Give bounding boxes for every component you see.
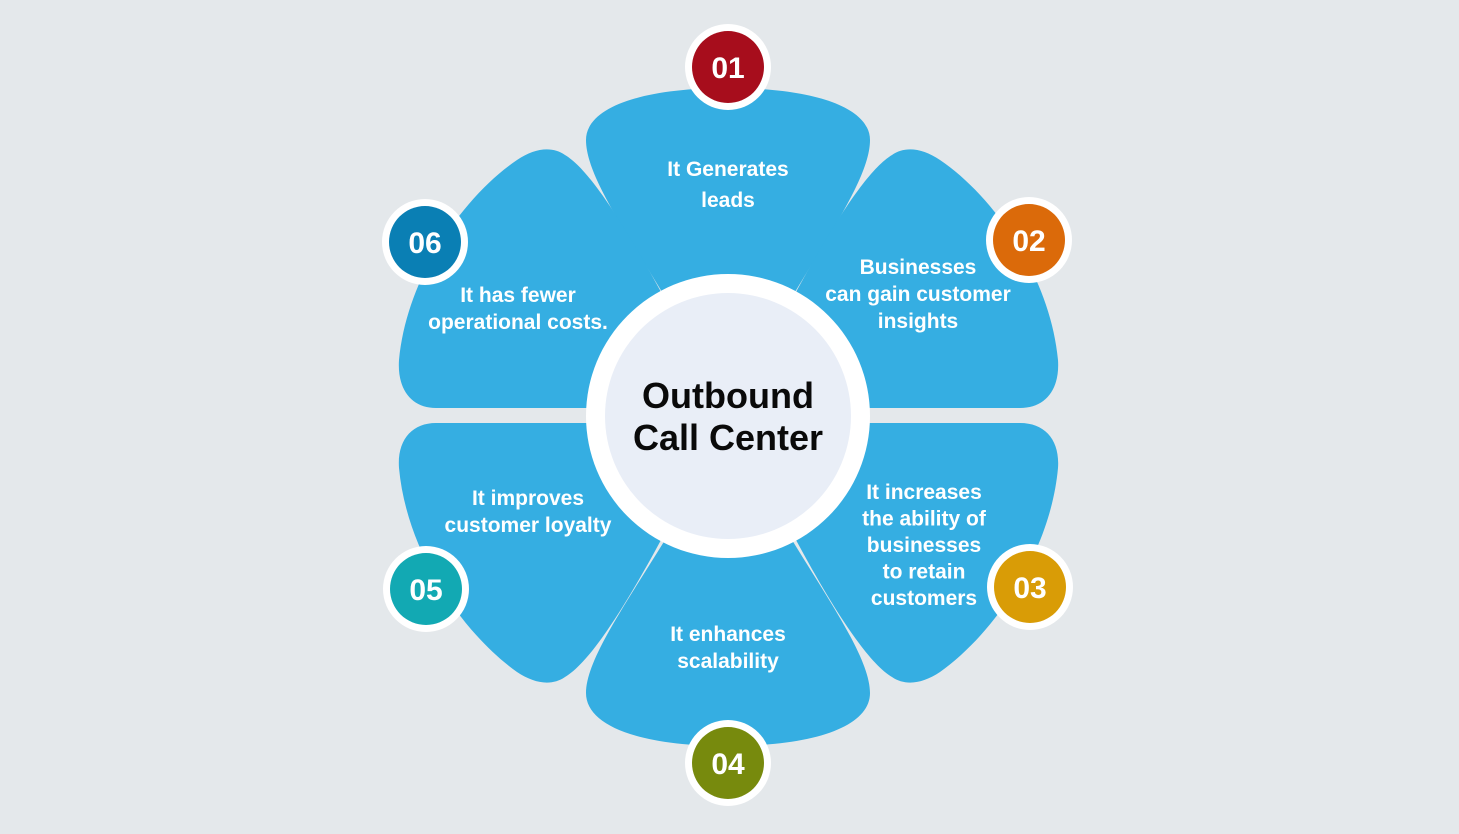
badge-layer: 01 02 03 04 05 06	[382, 24, 1073, 806]
petal-label-line: leads	[701, 189, 755, 212]
badge-05: 05	[383, 546, 469, 632]
petal-label-line: insights	[878, 310, 959, 333]
badge-number: 02	[1012, 225, 1045, 258]
petal-label-line: the ability of	[862, 508, 987, 531]
hub-title-line-1: Outbound	[642, 375, 814, 416]
badge-number: 03	[1013, 572, 1046, 605]
petal-label-line: Businesses	[860, 256, 977, 279]
badge-number: 01	[711, 52, 744, 85]
badge-02: 02	[986, 197, 1072, 283]
badge-number: 04	[711, 748, 745, 781]
petal-04	[586, 540, 870, 746]
badge-circle	[390, 553, 462, 625]
badge-03: 03	[987, 544, 1073, 630]
petal-label-line: It has fewer	[460, 284, 576, 307]
badge-number: 06	[408, 227, 441, 260]
petal-05	[398, 423, 661, 683]
petal-03	[796, 423, 1059, 683]
petal-layer	[398, 88, 1059, 746]
petal-label-01: It Generates leads	[667, 158, 788, 212]
petal-01	[586, 88, 870, 297]
petal-06	[398, 149, 661, 408]
badge-circle	[692, 31, 764, 103]
petal-label-line: customers	[871, 587, 977, 610]
hub: Outbound Call Center	[586, 274, 870, 558]
hub-core	[605, 293, 851, 539]
badge-circle	[389, 206, 461, 278]
petal-label-06: It has fewer operational costs.	[428, 284, 608, 334]
petal-label-04: It enhances scalability	[670, 623, 786, 673]
petal-label-line: businesses	[867, 534, 981, 557]
petal-label-line: It increases	[866, 481, 982, 504]
hub-title-line-2: Call Center	[633, 417, 823, 458]
petal-label-line: It improves	[472, 487, 584, 510]
badge-circle	[994, 551, 1066, 623]
petal-02	[796, 149, 1059, 408]
petal-label-02: Businesses can gain customer insights	[825, 256, 1011, 333]
petal-label-line: operational costs.	[428, 311, 608, 334]
petal-label-05: It improves customer loyalty	[445, 487, 612, 537]
badge-circle	[993, 204, 1065, 276]
petal-label-line: to retain	[883, 561, 966, 584]
petal-label-03: It increases the ability of businesses to r…	[862, 481, 987, 610]
badge-circle	[692, 727, 764, 799]
petal-label-line: It enhances	[670, 623, 786, 646]
petal-label-line: customer loyalty	[445, 514, 612, 537]
badge-04: 04	[685, 720, 771, 806]
petal-label-line: scalability	[677, 650, 779, 673]
badge-06: 06	[382, 199, 468, 285]
badge-01: 01	[685, 24, 771, 110]
petal-label-line: It Generates	[667, 158, 788, 181]
badge-number: 05	[409, 574, 442, 607]
petal-label-line: can gain customer	[825, 283, 1011, 306]
